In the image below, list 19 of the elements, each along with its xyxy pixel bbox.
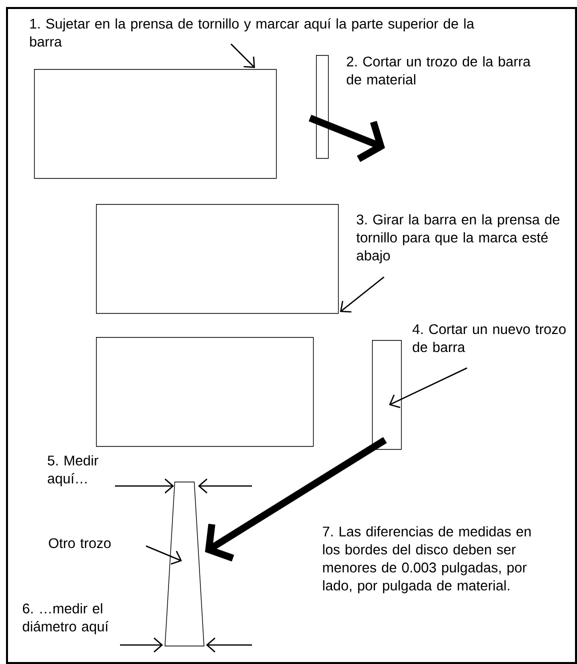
- bar-stock: [96, 204, 339, 314]
- instruction-text: 7. Las diferencias de medidas en los bordes del disco deben ser menores de 0.003 pulgadas, por lado, por pulgada de material.: [322, 526, 531, 594]
- instruction-text: 2. Cortar un trozo de la barra de material: [346, 56, 531, 84]
- leader-arrow: [146, 545, 182, 565]
- instruction-text: 5. Medir aquí…: [48, 455, 98, 486]
- leader-arrow: [230, 44, 255, 68]
- leader-arrow: [389, 367, 468, 408]
- bar-stock: [96, 337, 314, 447]
- thick-arrow: [205, 437, 387, 562]
- bar-stock: [34, 69, 277, 179]
- instruction-text: 6. …medir el diámetro aquí: [22, 603, 108, 634]
- disc-piece: [164, 482, 204, 646]
- instruction-text: 1. Sujetar en la prensa de tornillo y marcar aquí la parte superior de la barra: [30, 18, 474, 47]
- leader-arrow: [340, 276, 384, 313]
- bar-stock: [316, 55, 329, 159]
- instruction-text: 4. Cortar un nuevo trozo de barra: [412, 324, 566, 352]
- instruction-text: 3. Girar la barra en la prensa de tornillo para que la marca esté abajo: [356, 214, 560, 264]
- bar-stock: [372, 340, 402, 450]
- instruction-text: Otro trozo: [48, 538, 111, 548]
